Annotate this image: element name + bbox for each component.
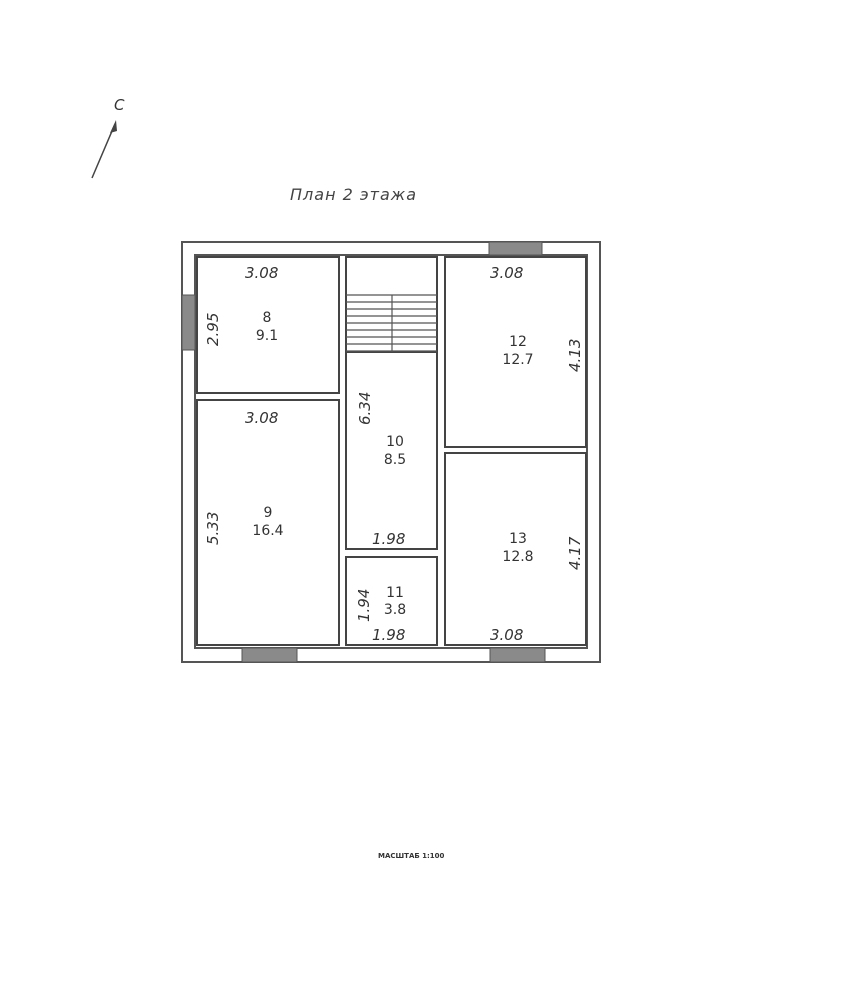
room-11-area: 3.8 [384, 602, 406, 618]
room-9-height: 5.33 [204, 512, 222, 545]
room-10-number: 10 [386, 434, 404, 450]
room-11 [345, 556, 438, 646]
room-12-height: 4.13 [566, 339, 584, 372]
room-9-area: 16.4 [252, 523, 283, 539]
room-12-area: 12.7 [502, 352, 533, 368]
room-11-number: 11 [386, 585, 404, 601]
room-13 [444, 452, 587, 646]
window-bottom-left [241, 647, 298, 663]
room-13-area: 12.8 [502, 549, 533, 565]
room-8 [196, 256, 340, 394]
room-11-height: 1.94 [355, 589, 373, 622]
room-12-width: 3.08 [490, 264, 523, 282]
room-9-width: 3.08 [245, 409, 278, 427]
room-9 [196, 399, 340, 646]
window-top [488, 241, 543, 256]
north-arrow-icon [91, 120, 117, 179]
room-8-height: 2.95 [204, 313, 222, 346]
window-left [181, 294, 196, 351]
room-10-width: 1.98 [372, 530, 405, 548]
room-10-area: 8.5 [384, 452, 406, 468]
room-9-number: 9 [264, 505, 273, 521]
room-12 [444, 256, 587, 448]
room-13-height: 4.17 [566, 536, 584, 570]
room-8-width: 3.08 [245, 264, 278, 282]
staircase [346, 294, 437, 352]
room-11-width: 1.98 [372, 626, 405, 644]
room-13-number: 13 [509, 531, 527, 547]
room-13-width: 3.08 [490, 626, 523, 644]
room-10 [345, 351, 438, 550]
scale-label: МАСШТАБ 1:100 [378, 852, 445, 860]
plan-title: План 2 этажа [290, 185, 417, 204]
north-label: С [114, 96, 125, 114]
room-10-height: 6.34 [356, 392, 374, 425]
window-bottom-right [489, 647, 546, 663]
room-12-number: 12 [509, 334, 527, 350]
room-8-area: 9.1 [256, 328, 278, 344]
room-8-number: 8 [263, 310, 272, 326]
